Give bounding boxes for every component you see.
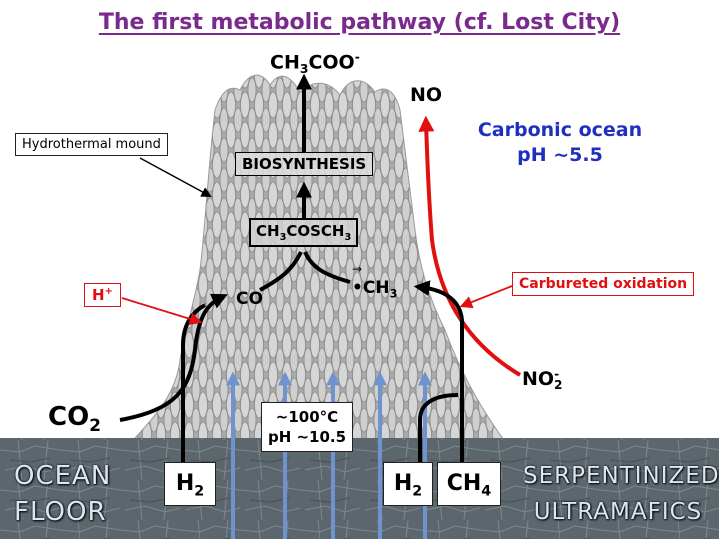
h2-left-label: H2 [164,462,216,506]
ch4-to-ch3-arrow [413,280,464,462]
h2-right-curve [418,393,459,462]
co-branch-curve [259,251,303,292]
ch3-branch-curve [303,251,351,284]
no-label: NO [410,84,443,106]
h-plus-pointer-line [121,297,203,326]
methyl-thioacetate-box: CH3COSCH3 [249,218,359,247]
acetate-label: CH3COO- [270,50,360,77]
hydrothermal-mound-shape [118,74,517,456]
methyl-radical-label: •CH3 [352,278,398,301]
co2-to-co-arrow [119,293,228,422]
co-label: CO [236,289,263,309]
methyl-arrow-glyph: → [352,262,363,276]
carbureted-pointer-line [459,285,513,309]
hydrothermal-mound-label: Hydrothermal mound [15,133,168,156]
mound-pointer-line [139,157,212,198]
co2-label: CO2 [48,402,101,436]
ocean-floor-label: OCEAN FLOOR [14,461,112,527]
vent-conditions-box: ~100°C pH ~10.5 [261,402,353,452]
diagram-title: The first metabolic pathway (cf. Lost Ci… [98,10,621,35]
biosynthesis-box: BIOSYNTHESIS [235,152,374,176]
carbureted-oxidation-label: Carbureted oxidation [512,272,695,296]
h2-left-curve [181,303,207,462]
ocean-floor-band [0,438,719,539]
proton-label: H+ [84,283,121,307]
carbonic-ocean-label: Carbonic ocean pH ~5.5 [477,119,643,166]
serpentinized-ultramafics-label: SERPENTINIZED ULTRAMAFICS [523,463,719,525]
nitrite-label: NO-2 [522,366,563,392]
nitrite-to-no-arrow [418,115,522,377]
ch4-label: CH4 [437,462,501,506]
h2-right-label: H2 [383,462,433,506]
